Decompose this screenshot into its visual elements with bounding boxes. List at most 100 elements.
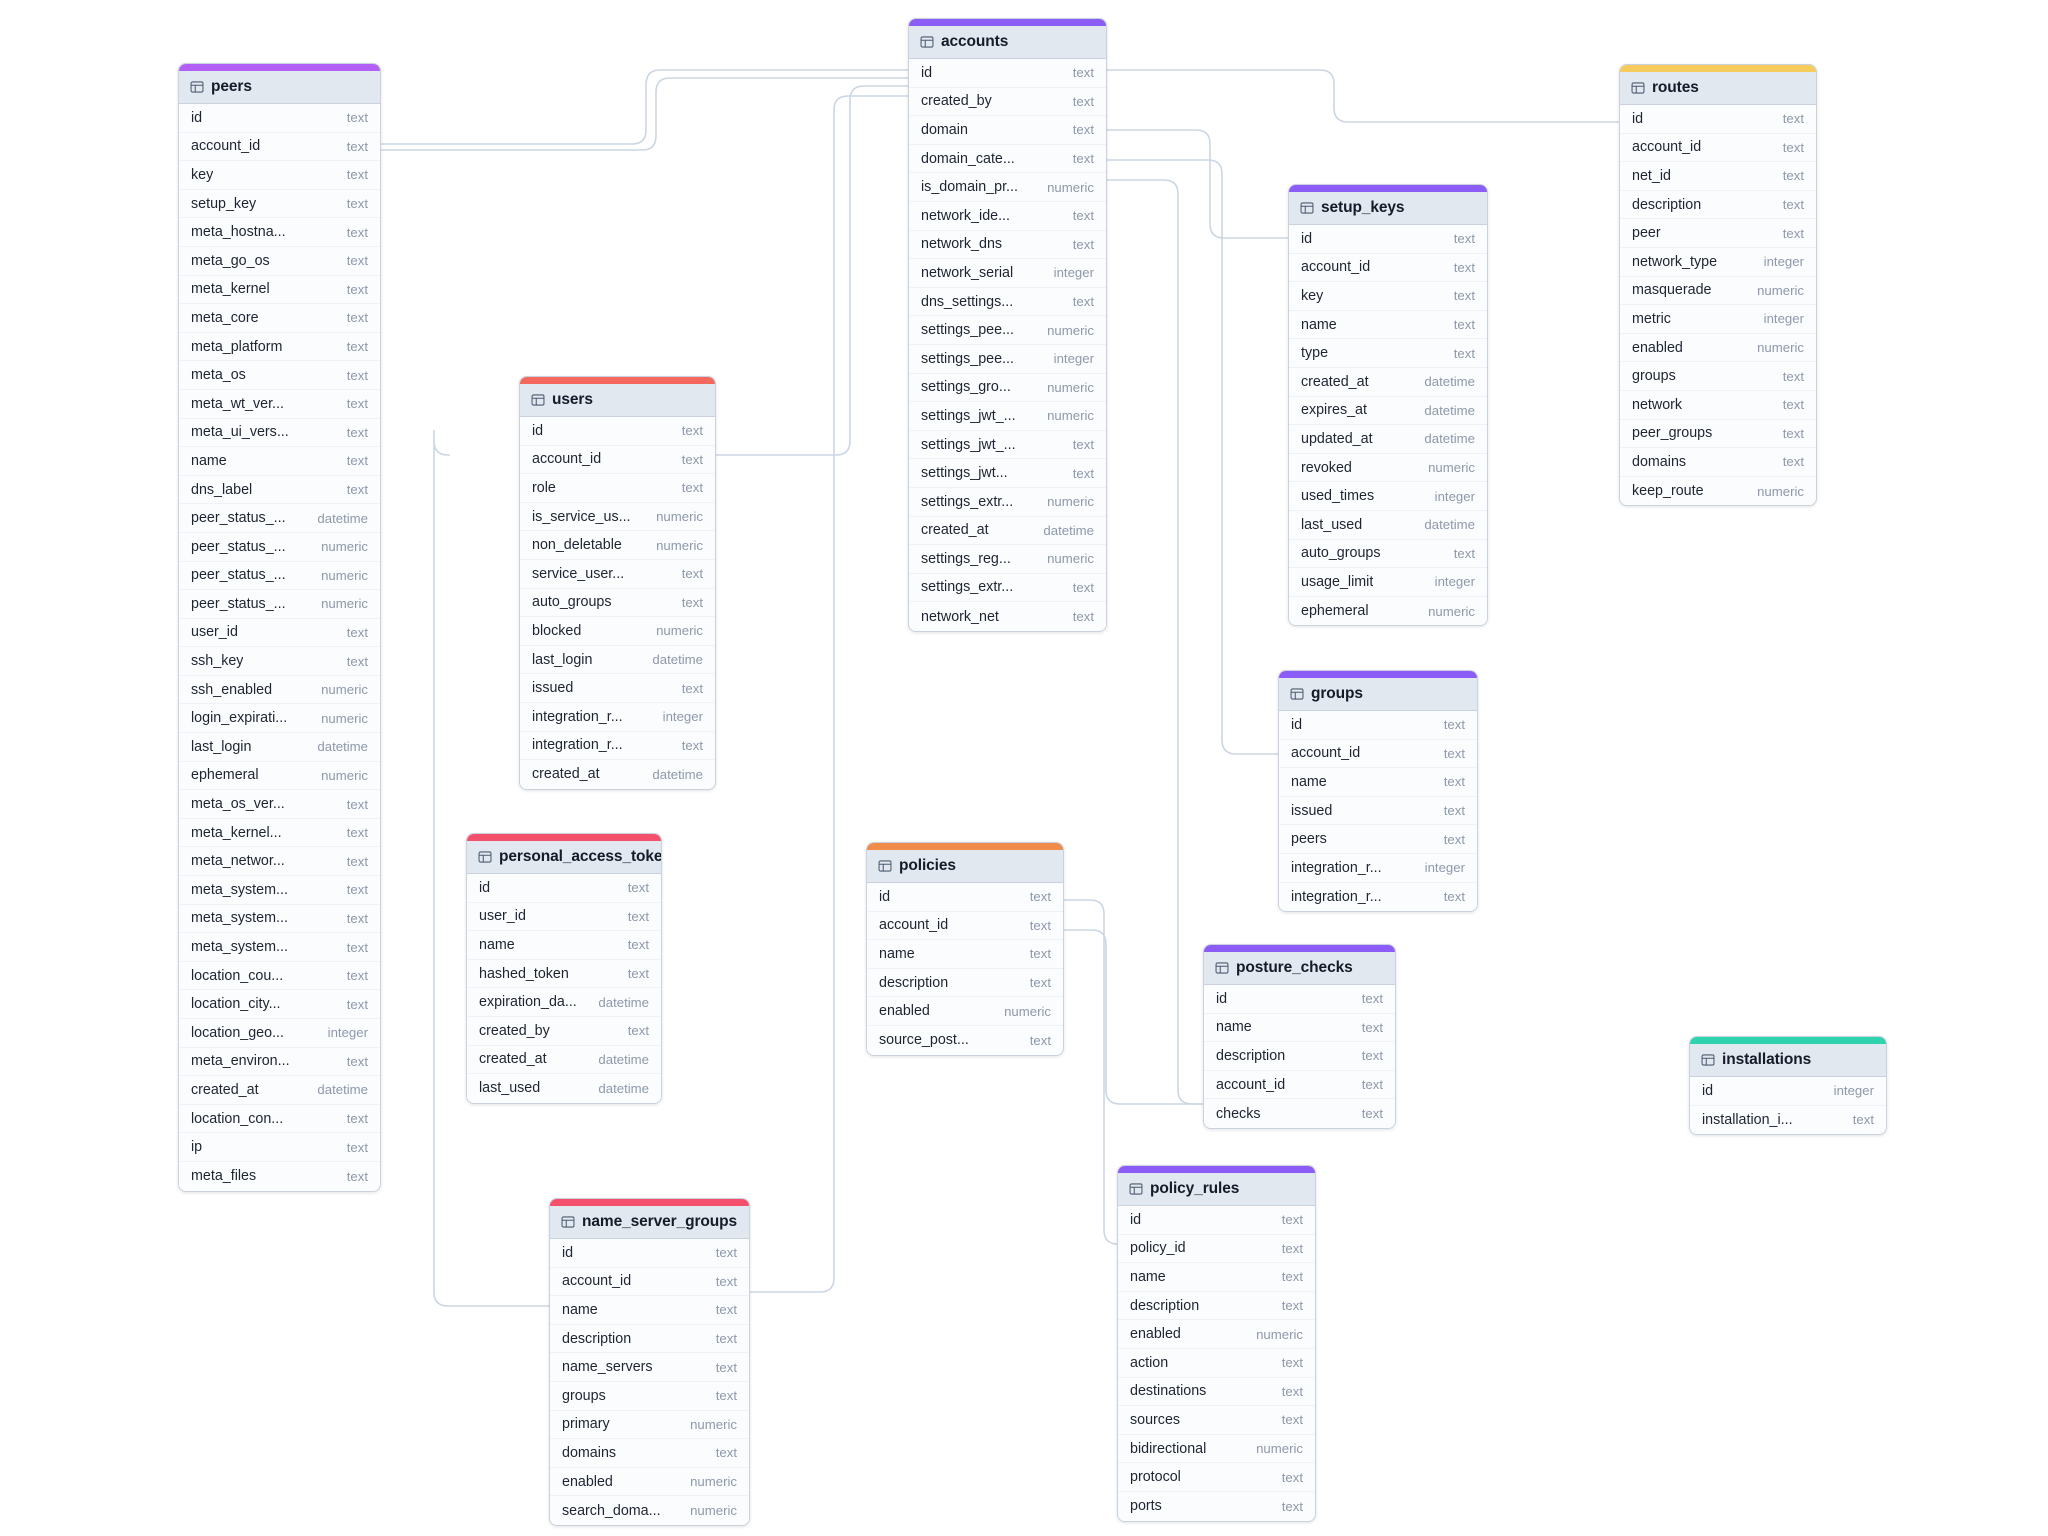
column-row[interactable]: network_ide...text <box>909 201 1106 231</box>
column-row[interactable]: peer_status_...numeric <box>179 590 380 619</box>
column-row[interactable]: integration_r...integer <box>520 702 715 732</box>
column-row[interactable]: meta_system...text <box>179 876 380 905</box>
column-row[interactable]: settings_jwt_...text <box>909 430 1106 460</box>
column-row[interactable]: peer_status_...numeric <box>179 532 380 562</box>
column-row[interactable]: meta_system...text <box>179 904 380 934</box>
table-header-groups[interactable]: groups <box>1279 678 1477 711</box>
table-header-setup_keys[interactable]: setup_keys <box>1289 192 1487 225</box>
table-header-accounts[interactable]: accounts <box>909 26 1106 59</box>
column-row[interactable]: settings_jwt_...numeric <box>909 402 1106 431</box>
column-row[interactable]: location_con...text <box>179 1104 380 1134</box>
table-header-installations[interactable]: installations <box>1690 1044 1886 1077</box>
column-row[interactable]: meta_system...text <box>179 933 380 962</box>
column-row[interactable]: settings_gro...numeric <box>909 373 1106 403</box>
column-row[interactable]: search_doma...numeric <box>550 1496 749 1525</box>
column-row[interactable]: settings_reg...numeric <box>909 545 1106 574</box>
column-row[interactable]: settings_jwt...text <box>909 459 1106 488</box>
column-row[interactable]: integration_r...integer <box>1279 853 1477 883</box>
column-row[interactable]: login_expirati...numeric <box>179 704 380 734</box>
column-row[interactable]: meta_ui_vers...text <box>179 418 380 448</box>
table-header-policy_rules[interactable]: policy_rules <box>1118 1173 1315 1206</box>
column-row[interactable]: meta_kernel...text <box>179 818 380 848</box>
column-row[interactable]: settings_extr...numeric <box>909 487 1106 517</box>
column-row[interactable]: location_cou...text <box>179 961 380 991</box>
column-row[interactable]: location_city...text <box>179 990 380 1019</box>
table-header-users[interactable]: users <box>520 384 715 417</box>
column-row[interactable]: peer_status_...numeric <box>179 561 380 591</box>
column-row[interactable]: meta_networ...text <box>179 847 380 877</box>
column-row[interactable]: meta_hostna...text <box>179 218 380 247</box>
